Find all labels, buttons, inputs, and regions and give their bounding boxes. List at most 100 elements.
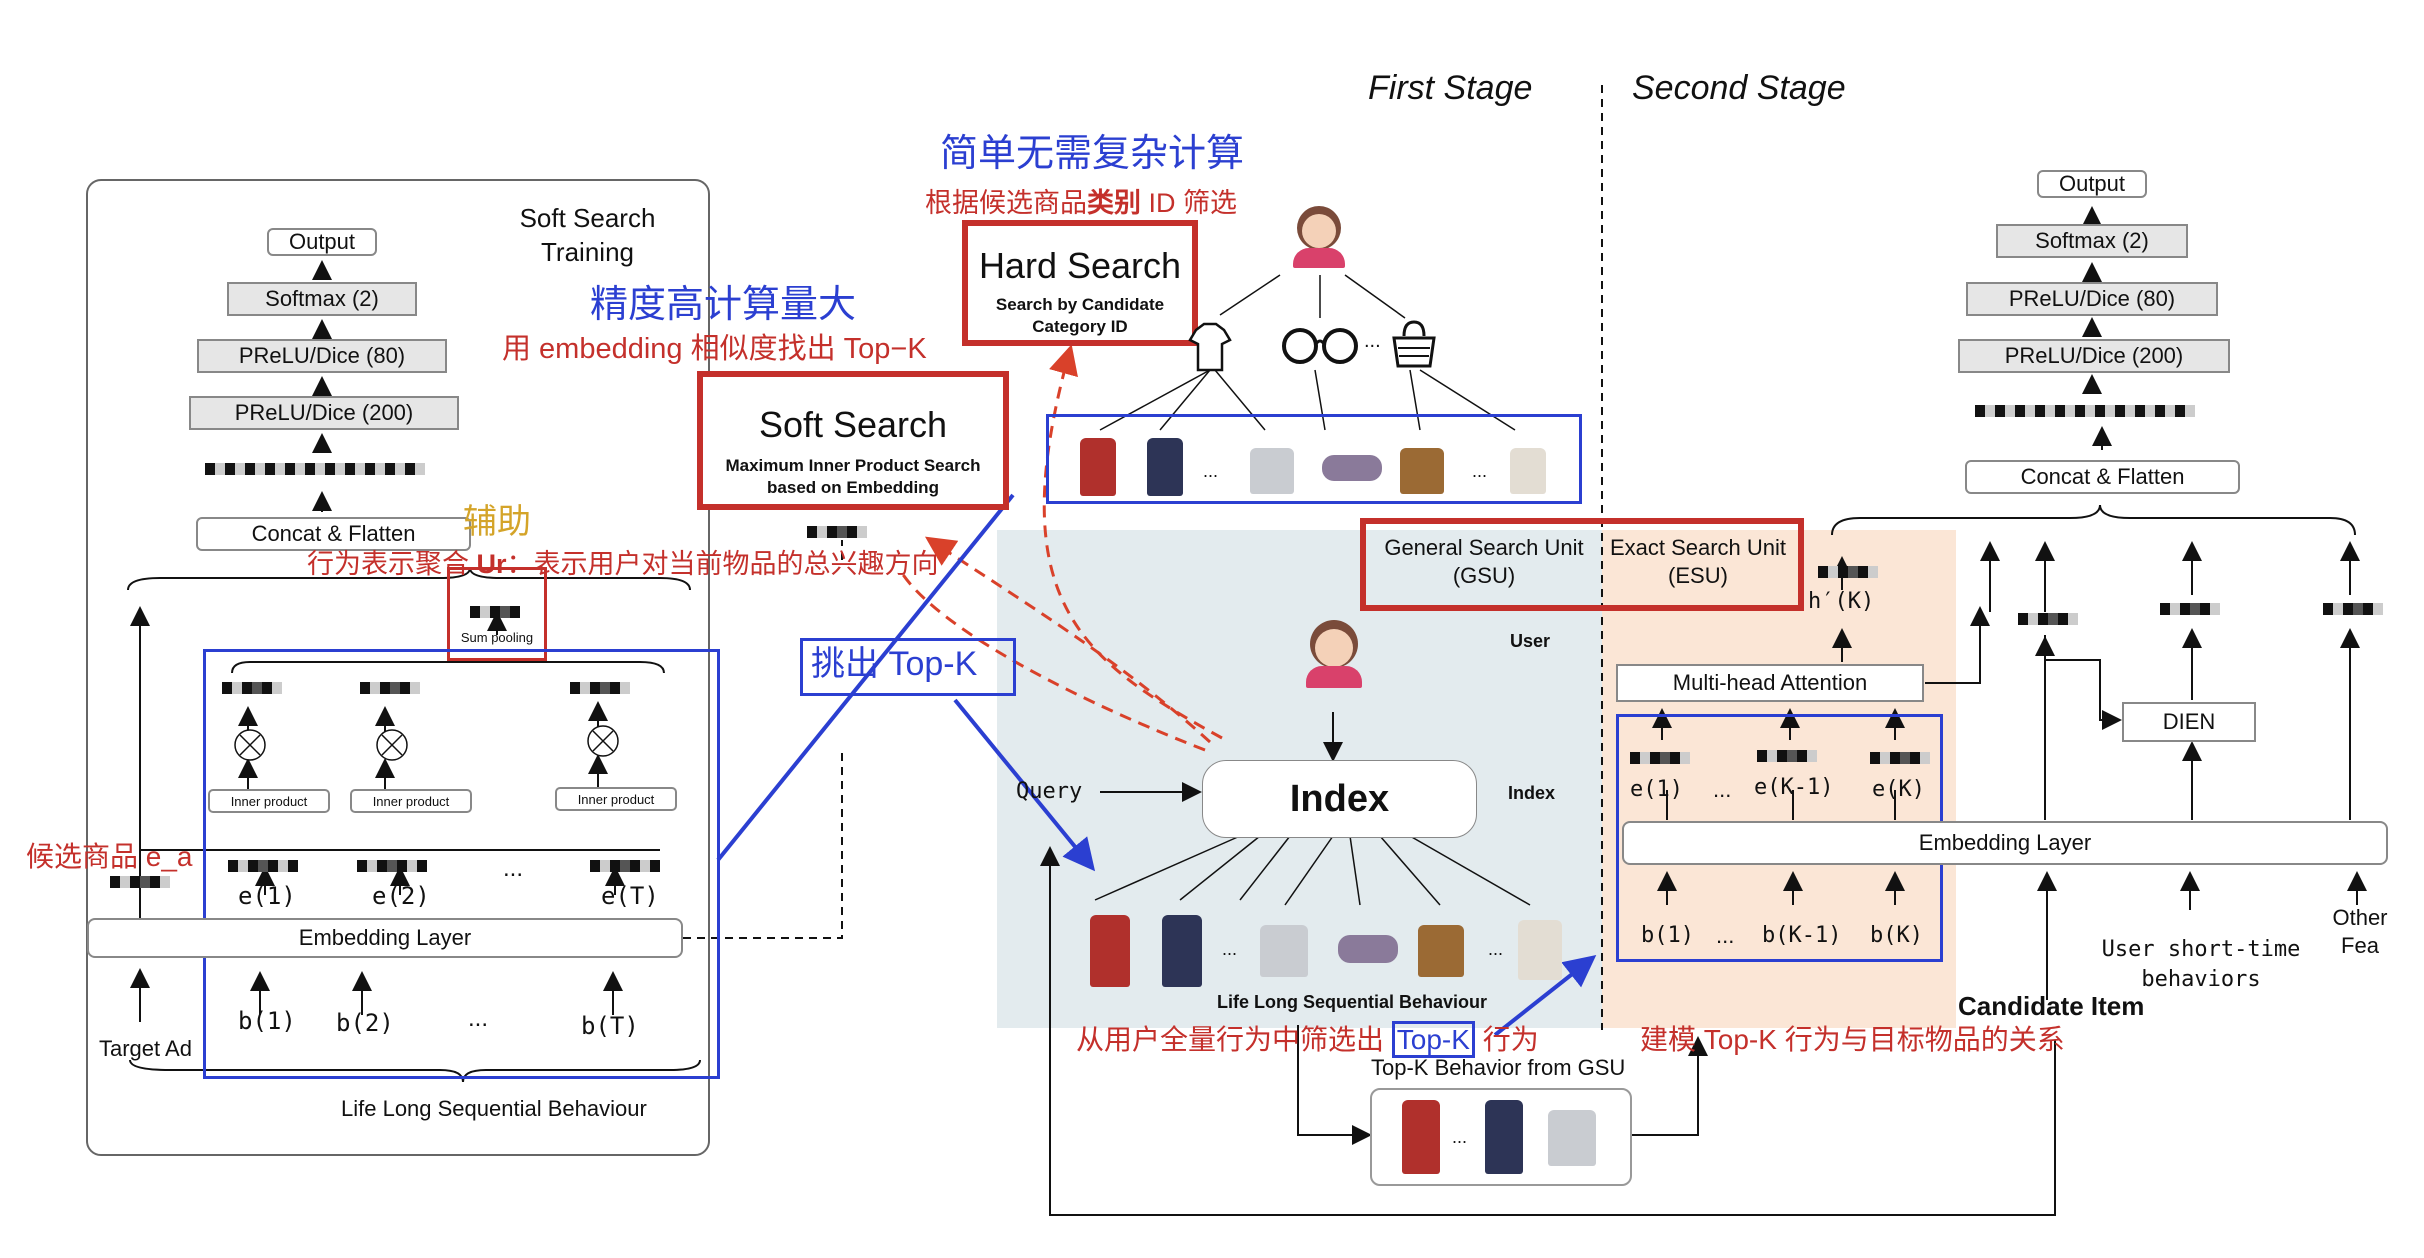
gsu-esu-label-box <box>1360 518 1804 611</box>
hard-search-line1: Search by Candidate <box>995 295 1165 314</box>
emb-vector-t <box>590 860 660 872</box>
left-bt: b(T) <box>581 1012 639 1040</box>
index-box: Index <box>1202 760 1477 838</box>
soft-search-title: Soft Search <box>758 404 948 445</box>
item-handbag <box>1400 448 1444 494</box>
left-sequence-label: Life Long Sequential Behaviour <box>341 1096 647 1121</box>
other-fea-label-1: Other <box>2332 905 2388 930</box>
esu-emb-vector-k1 <box>1757 750 1817 762</box>
soft-search-line1: Maximum Inner Product Search <box>725 456 981 475</box>
item-red-dress <box>1080 438 1116 496</box>
esu-emb-vector-k <box>1870 752 1930 764</box>
item-sunglasses <box>1322 455 1382 481</box>
esu-embedding-layer: Embedding Layer <box>1622 821 2388 865</box>
short-time-label-2: behaviors <box>2141 967 2261 992</box>
hard-search-box: Hard Search Search by Candidate Category… <box>962 220 1198 346</box>
left-b-ellipsis: ... <box>468 1005 489 1032</box>
shirt-icon <box>1188 322 1232 372</box>
left-et: e(T) <box>601 882 659 910</box>
ea-annotation: 候选商品 e_a <box>26 841 193 872</box>
sum-pooling-label: Sum pooling <box>460 630 534 645</box>
inner-product-box-t: Inner product <box>555 787 677 811</box>
items-ellipsis-2: ... <box>1472 461 1488 481</box>
left-prelu80-box: PReLU/Dice (80) <box>197 339 447 373</box>
right-prelu80-box: PReLU/Dice (80) <box>1966 282 2218 316</box>
gsu-sequence-label: Life Long Sequential Behaviour <box>1217 992 1488 1012</box>
bag-icon <box>1390 318 1438 370</box>
esu-e-ellipsis: ... <box>1713 777 1732 802</box>
target-ad-label: Target Ad <box>99 1036 192 1061</box>
inner-product-box-1: Inner product <box>208 789 330 813</box>
right-hidden-vector <box>1975 405 2195 417</box>
emb-vector-2 <box>357 860 427 872</box>
user-avatar-center <box>1302 620 1366 688</box>
gsu-item-tote <box>1518 920 1562 980</box>
user-avatar-top <box>1290 206 1348 268</box>
pick-topk-label: 挑出 Top-K <box>800 638 1016 696</box>
left-e-ellipsis: ... <box>503 855 524 882</box>
candidate-item-label: Candidate Item <box>1958 991 2145 1021</box>
glasses-icon <box>1280 322 1360 368</box>
topk-ellipsis: ... <box>1452 1127 1468 1147</box>
hard-search-items-frame <box>1046 414 1582 504</box>
esu-label-1: Exact Search Unit <box>1609 535 1787 560</box>
dien-box: DIEN <box>2122 702 2256 742</box>
soft-search-blue-frame <box>203 649 720 1079</box>
gsu-item-red-dress <box>1090 915 1130 987</box>
gsu-label-2: (GSU) <box>1452 563 1516 588</box>
hk-vector <box>1818 566 1878 578</box>
soft-training-title-2: Training <box>541 237 634 267</box>
left-softmax-box: Softmax (2) <box>227 282 417 316</box>
right-vector-1 <box>2018 613 2078 625</box>
hard-search-title: Hard Search <box>978 245 1182 286</box>
gsu-items-ellipsis-2: ... <box>1488 939 1504 959</box>
soft-search-line2: based on Embedding <box>767 478 939 497</box>
left-prelu200-box: PReLU/Dice (200) <box>189 396 459 430</box>
left-e2: e(2) <box>372 882 430 910</box>
gsu-item-sunglasses <box>1338 935 1398 963</box>
esu-ek1: e(K-1) <box>1754 775 1834 800</box>
ip-out-vector-1 <box>222 682 282 694</box>
item-tote <box>1510 448 1546 494</box>
right-softmax-box: Softmax (2) <box>1996 224 2188 258</box>
esu-label-2: (ESU) <box>1668 563 1728 588</box>
topk-item-floral-dress <box>1485 1100 1523 1174</box>
left-e1: e(1) <box>238 882 296 910</box>
other-fea-label-2: Fea <box>2341 933 2379 958</box>
h-prime-k-label: h′(K) <box>1808 589 1875 614</box>
esu-e1: e(1) <box>1630 777 1683 802</box>
left-concat-box: Concat & Flatten <box>196 517 471 551</box>
short-time-label-1: User short-time <box>2101 937 2301 962</box>
gsu-item-handbag <box>1418 925 1464 977</box>
hard-search-line2: Category ID <box>1032 317 1128 336</box>
topk-item-red-dress <box>1402 1100 1440 1174</box>
right-concat-box: Concat & Flatten <box>1965 460 2240 494</box>
topk-item-shirt <box>1548 1110 1596 1166</box>
ur-vector <box>470 606 520 618</box>
inner-product-box-2: Inner product <box>350 789 472 813</box>
soft-search-box: Soft Search Maximum Inner Product Search… <box>697 371 1009 510</box>
ur-annotation: 行为表示聚合 Ur：表示用户对当前物品的总兴趣方向 <box>307 549 939 579</box>
fuzhu-label: 辅助 <box>463 503 531 541</box>
filter-annotation: 从用户全量行为中筛选出 Top-K 行为 <box>1076 1021 1539 1058</box>
right-vector-2 <box>2160 603 2220 615</box>
esu-ek: e(K) <box>1872 777 1925 802</box>
multi-head-attention-box: Multi-head Attention <box>1616 664 1924 702</box>
gsu-label-1: General Search Unit <box>1384 535 1584 560</box>
item-floral-dress <box>1147 438 1183 496</box>
precision-title: 精度高计算量大 <box>590 284 857 326</box>
left-embedding-layer: Embedding Layer <box>87 918 683 958</box>
esu-b1: b(1) <box>1641 923 1694 948</box>
left-b1: b(1) <box>238 1007 296 1035</box>
item-shirt <box>1250 448 1294 494</box>
right-output-box: Output <box>2037 170 2147 198</box>
left-output-box: Output <box>267 228 377 256</box>
items-ellipsis-1: ... <box>1203 461 1219 481</box>
esu-bk: b(K) <box>1870 923 1923 948</box>
category-ellipsis: ... <box>1364 330 1381 352</box>
esu-panel <box>1602 530 1956 1028</box>
second-stage-title: Second Stage <box>1632 69 1846 107</box>
esu-b-ellipsis: ... <box>1716 923 1735 948</box>
index-side-label: Index <box>1508 783 1556 803</box>
